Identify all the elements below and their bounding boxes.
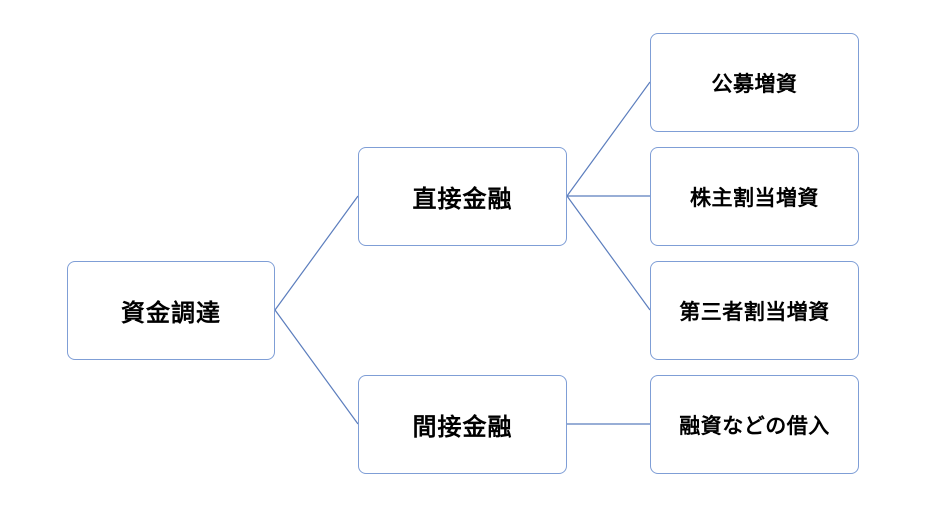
- connector-direct-thirdparty: [566, 195, 651, 311]
- connector-root-direct: [274, 195, 359, 311]
- node-root: 資金調達: [67, 261, 275, 360]
- node-direct-finance: 直接金融: [358, 147, 567, 246]
- connector-direct-public: [566, 81, 651, 197]
- node-direct-finance-label: 直接金融: [412, 185, 513, 213]
- node-indirect-finance: 間接金融: [358, 375, 567, 474]
- node-third-party-allotment-label: 第三者割当増資: [679, 299, 830, 324]
- node-public-offering: 公募増資: [650, 33, 859, 132]
- node-third-party-allotment: 第三者割当増資: [650, 261, 859, 360]
- node-shareholder-allotment: 株主割当増資: [650, 147, 859, 246]
- connector-root-indirect: [274, 309, 359, 425]
- node-indirect-finance-label: 間接金融: [412, 413, 513, 441]
- node-loans: 融資などの借入: [650, 375, 859, 474]
- node-shareholder-allotment-label: 株主割当増資: [690, 185, 819, 210]
- node-public-offering-label: 公募増資: [711, 71, 798, 96]
- node-loans-label: 融資などの借入: [679, 413, 830, 438]
- node-root-label: 資金調達: [121, 299, 221, 327]
